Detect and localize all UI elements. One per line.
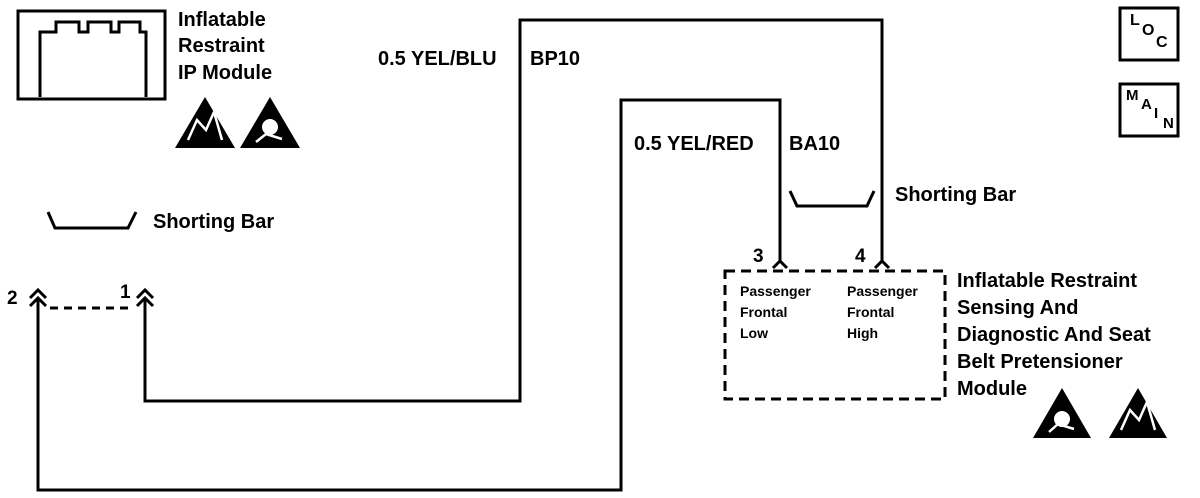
wire-yel-blu-circuit: BP10	[530, 48, 581, 70]
ip-pin-2-number: 2	[7, 288, 18, 309]
main-letter-a: A	[1141, 96, 1152, 113]
main-letter-n: N	[1163, 115, 1174, 132]
main-letter-m: M	[1126, 87, 1139, 104]
ip-pin-1-number: 1	[120, 282, 131, 303]
sdm-esd-warning-icon	[1109, 388, 1167, 438]
sdm-pin-4-desc-line-1: Passenger	[847, 283, 918, 299]
main-icon-box	[1118, 82, 1180, 138]
loc-letter-o: O	[1142, 22, 1155, 39]
sdm-module-name-line-1: Inflatable Restraint	[957, 270, 1138, 292]
sdm-module-box	[723, 269, 947, 401]
wire-yel-blu	[143, 18, 884, 403]
loc-icon-box	[1118, 6, 1180, 62]
ip-module-name-line-1: Inflatable	[178, 9, 266, 31]
sdm-module-name-line-5: Module	[957, 378, 1027, 400]
ip-connector-outline	[38, 20, 148, 97]
sdm-pin-4-number: 4	[855, 246, 866, 267]
sdm-shorting-bar-label: Shorting Bar	[895, 184, 1017, 206]
loc-letter-c: C	[1156, 34, 1168, 51]
sdm-pin-4-desc-line-3: High	[847, 325, 879, 341]
ip-airbag-caution-icon	[240, 97, 300, 148]
sdm-module-name-line-3: Diagnostic And Seat	[957, 324, 1151, 346]
sdm-module-name-line-4: Belt Pretensioner	[957, 351, 1123, 373]
ip-esd-warning-icon	[175, 97, 235, 148]
main-letter-i: I	[1154, 105, 1159, 122]
pin-3-connector	[771, 258, 789, 270]
ip-shorting-bar-label: Shorting Bar	[153, 211, 275, 233]
pin-4-connector	[873, 258, 891, 270]
pin-2-connector	[28, 287, 48, 308]
sdm-pin-3-desc-line-3: Low	[740, 325, 768, 341]
wire-yel-red-circuit: BA10	[789, 133, 841, 155]
ip-module-box	[16, 9, 167, 101]
wire-yel-red-spec: 0.5 YEL/RED	[634, 133, 754, 155]
ip-shorting-bar-symbol	[46, 211, 138, 230]
ip-module-name-line-3: IP Module	[178, 62, 273, 84]
sdm-pin-3-number: 3	[753, 246, 764, 267]
sdm-pin-3-desc-line-2: Frontal	[740, 304, 788, 320]
sdm-pin-3-desc-line-1: Passenger	[740, 283, 811, 299]
pin-1-connector	[135, 287, 155, 308]
ip-module-name-line-2: Restraint	[178, 35, 265, 57]
sdm-module-name-line-2: Sensing And	[957, 297, 1079, 319]
wire-yel-blu-spec: 0.5 YEL/BLU	[378, 48, 497, 70]
wire-yel-red	[36, 98, 782, 492]
loc-letter-l: L	[1130, 12, 1140, 29]
sdm-airbag-caution-icon	[1033, 388, 1091, 438]
sdm-pin-4-desc-line-2: Frontal	[847, 304, 895, 320]
sdm-shorting-bar-symbol	[788, 190, 876, 208]
